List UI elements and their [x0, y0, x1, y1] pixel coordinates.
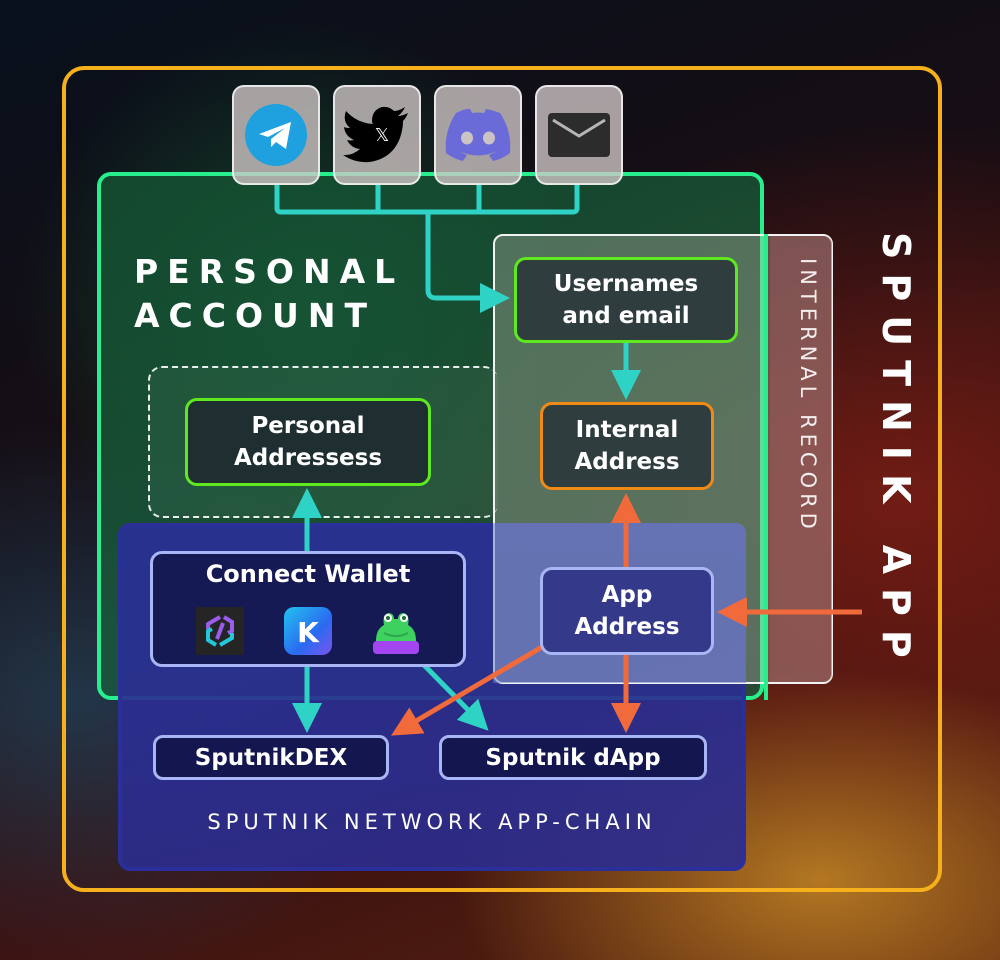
- internal-line1: Internal: [575, 417, 679, 443]
- twitter-x-icon: 𝕏: [343, 106, 408, 163]
- k-icon[interactable]: K: [284, 607, 332, 655]
- personal-line2: Addressess: [233, 445, 383, 471]
- sputnik-app-frame: [62, 66, 942, 892]
- hexagon-s-icon[interactable]: [196, 607, 244, 655]
- personal-line1: Personal: [251, 413, 365, 439]
- usernames-line2: and email: [562, 303, 690, 329]
- sputnik-dex-node[interactable]: SputnikDEX: [153, 735, 389, 780]
- sputnik-app-title: SPUTNIK APP: [874, 232, 918, 672]
- app-line2: Address: [574, 614, 680, 640]
- envelope-icon: [548, 113, 610, 157]
- svg-text:K: K: [297, 616, 320, 649]
- internal-record-label-band: [770, 236, 832, 682]
- svg-text:𝕏: 𝕏: [375, 125, 390, 146]
- dapp-label: Sputnik dApp: [485, 744, 661, 771]
- personal-account-edge: [764, 234, 768, 700]
- email-button[interactable]: [535, 85, 623, 185]
- telegram-icon: [245, 104, 307, 166]
- sputnik-dapp-node[interactable]: Sputnik dApp: [439, 735, 707, 780]
- dex-label: SputnikDEX: [194, 744, 348, 771]
- connect-wallet-label: Connect Wallet: [205, 560, 411, 588]
- twitter-x-button[interactable]: 𝕏: [333, 85, 421, 185]
- internal-record-title: INTERNAL RECORD: [796, 258, 820, 534]
- usernames-email-node: Usernames and email: [514, 257, 738, 343]
- app-line1: App: [601, 582, 653, 608]
- usernames-line1: Usernames: [553, 271, 699, 297]
- frog-icon[interactable]: [372, 607, 420, 655]
- app-address-node: App Address: [540, 567, 714, 655]
- telegram-button[interactable]: [232, 85, 320, 185]
- discord-icon: [445, 108, 511, 161]
- discord-button[interactable]: [434, 85, 522, 185]
- app-to-dex-arrow: [391, 644, 544, 736]
- social-bus-line: [274, 185, 580, 215]
- network-title: SPUTNIK NETWORK APP-CHAIN: [207, 810, 657, 834]
- internal-line2: Address: [574, 449, 680, 475]
- personal-addresses-node: Personal Addressess: [185, 398, 431, 486]
- wallet-to-dapp-arrow: [422, 663, 489, 731]
- personal-account-title: PERSONAL ACCOUNT: [134, 252, 405, 335]
- social-to-usernames-arrow: [425, 212, 510, 313]
- internal-address-node: Internal Address: [540, 402, 714, 490]
